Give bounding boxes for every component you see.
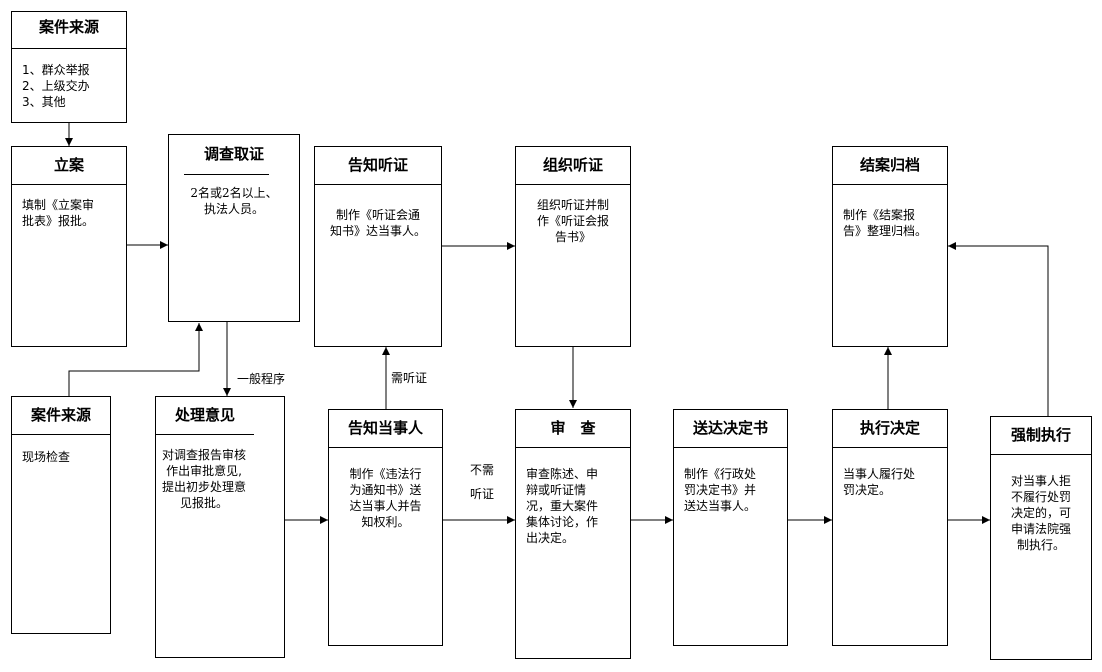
box-deliver-decision: 送达决定书 制作《行政处 罚决定书》并 送达当事人。 [673,409,788,646]
box-close-case: 结案归档 制作《结案报 告》整理归档。 [832,146,948,347]
box-body: 现场检查 [22,450,71,464]
box-title: 强制执行 [1010,426,1071,444]
box-body: 对调查报告审核 作出审批意见, 提出初步处理意 见报批。 [162,448,247,510]
box-body: 审查陈述、申 辩或听证情 况，重大案件 集体讨论，作 出决定。 [526,467,599,545]
box-investigate: 调查取证 2名或2名以上、 执法人员。 [168,134,300,322]
box-title: 送达决定书 [692,419,768,437]
box-title: 调查取证 [203,145,264,163]
box-title: 立案 [53,156,84,174]
box-notify-hearing: 告知听证 制作《听证会通 知书》达当事人。 [314,146,442,347]
box-title: 结案归档 [859,156,920,174]
box-title: 审 查 [550,419,596,437]
box-title: 案件来源 [38,18,99,36]
box-title: 执行决定 [859,419,920,437]
label-no-hearing: 不需 听证 [470,463,495,501]
box-body: 组织听证并制 作《听证会报 告书》 [536,198,609,244]
box-enforce: 强制执行 对当事人拒 不履行处罚 决定的，可 申请法院强 制执行。 [990,416,1092,660]
arrow-source2-to-investigate [68,323,203,396]
box-body: 2名或2名以上、 执法人员。 [190,186,278,216]
box-body: 制作《听证会通 知书》达当事人。 [329,208,426,238]
box-review: 审 查 审查陈述、申 辩或听证情 况，重大案件 集体讨论，作 出决定。 [515,409,631,659]
arrow-enforce-to-close [948,242,1049,416]
box-body: 制作《违法行 为通知书》送 达当事人并告 知权利。 [349,467,422,529]
label-need-hearing: 需听证 [391,371,428,385]
box-title: 组织听证 [542,156,603,174]
box-body: 填制《立案审 批表》报批。 [22,198,95,228]
box-filing: 立案 填制《立案审 批表》报批。 [11,146,127,347]
box-body: 制作《结案报 告》整理归档。 [843,208,928,238]
box-notify-party: 告知当事人 制作《违法行 为通知书》送 达当事人并告 知权利。 [328,409,443,646]
box-execute: 执行决定 当事人履行处 罚决定。 [832,409,948,646]
box-title: 案件来源 [30,406,91,424]
box-opinion: 处理意见 对调查报告审核 作出审批意见, 提出初步处理意 见报批。 [155,396,285,658]
box-body: 制作《行政处 罚决定书》并 送达当事人。 [684,467,757,513]
box-title: 处理意见 [174,406,235,424]
box-body: 当事人履行处 罚决定。 [843,467,916,497]
box-body: 对当事人拒 不履行处罚 决定的，可 申请法院强 制执行。 [1010,474,1071,552]
box-title: 告知当事人 [347,419,423,437]
box-title: 告知听证 [347,156,408,174]
label-general-procedure: 一般程序 [237,372,286,386]
box-case-source-top: 案件来源 1、群众举报 2、上级交办 3、其他 [11,11,127,123]
box-case-source-onsite: 案件来源 现场检查 [11,396,111,634]
box-body: 1、群众举报 2、上级交办 3、其他 [22,63,90,109]
box-organize-hearing: 组织听证 组织听证并制 作《听证会报 告书》 [515,146,631,347]
